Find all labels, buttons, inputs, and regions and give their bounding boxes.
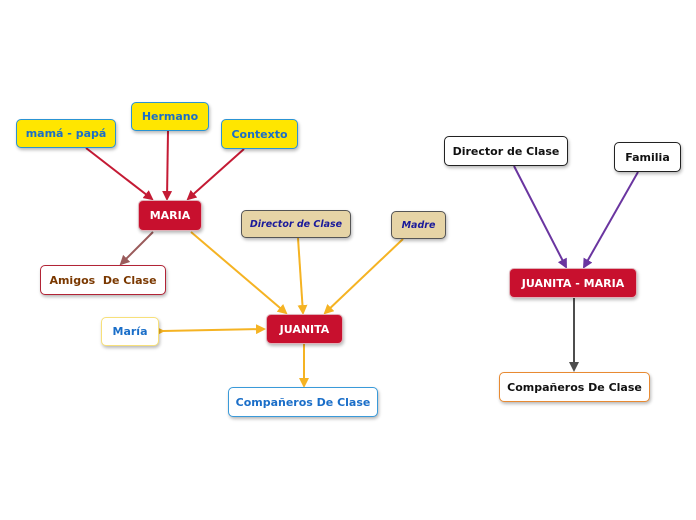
edge-familia-to-juanita-maria [583, 171, 639, 269]
edge-mama-papa-to-maria [85, 147, 154, 201]
edge-maria-to-amigos [119, 231, 154, 266]
node-companeros-de-clase-right[interactable]: Compañeros De Clase [499, 372, 650, 402]
node-companeros-de-clase-left[interactable]: Compañeros De Clase [228, 387, 378, 417]
node-familia[interactable]: Familia [614, 142, 681, 172]
node-maria-small[interactable]: María [101, 317, 159, 346]
node-juanita[interactable]: JUANITA [266, 314, 343, 344]
node-hermano[interactable]: Hermano [131, 102, 209, 131]
edge-maria-to-juanita [190, 231, 288, 315]
node-juanita-maria[interactable]: JUANITA - MARIA [509, 268, 637, 298]
edge-hermano-to-maria [162, 130, 173, 201]
edge-director-right-to-juanita-maria [513, 165, 567, 269]
node-director-de-clase-left[interactable]: Director de Clase [241, 210, 351, 238]
edge-contexto-to-maria [186, 148, 245, 201]
edge-director-to-juanita [297, 237, 308, 315]
node-director-de-clase-right[interactable]: Director de Clase [444, 136, 568, 166]
node-mama-papa[interactable]: mamá - papá [16, 119, 116, 148]
node-contexto[interactable]: Contexto [221, 119, 298, 149]
edge-juanita-maria-bidirectional [154, 324, 266, 337]
edge-madre-to-juanita [323, 238, 404, 315]
node-maria[interactable]: MARIA [138, 200, 202, 231]
node-amigos-de-clase[interactable]: Amigos De Clase [40, 265, 166, 295]
node-madre[interactable]: Madre [391, 211, 446, 239]
